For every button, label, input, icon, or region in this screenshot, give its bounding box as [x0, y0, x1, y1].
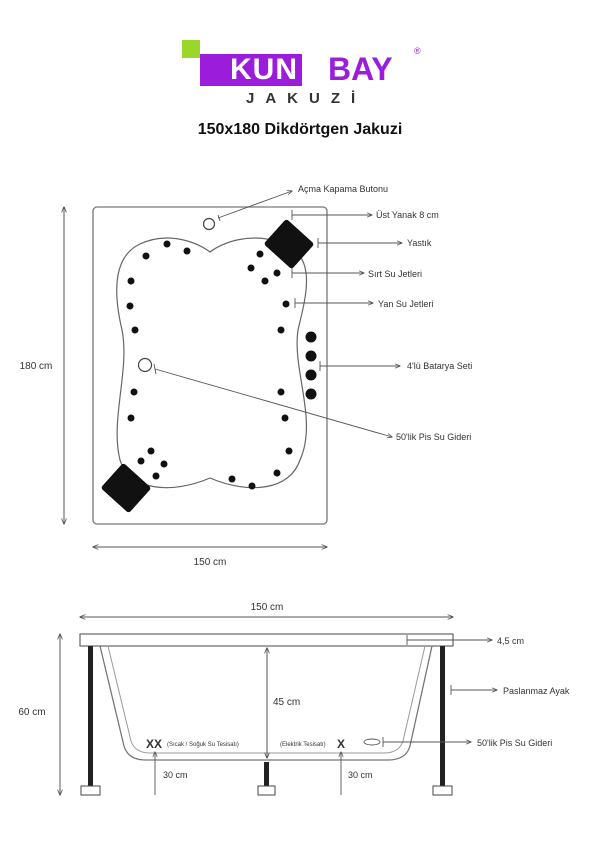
tub-outline [92, 206, 328, 525]
callout-side-jets: Yan Su Jetleri [378, 299, 433, 309]
callout-battery-set: 4'lü Batarya Seti [407, 361, 472, 371]
electrical-installation-mark: X [337, 737, 345, 751]
drain-symbol [137, 357, 153, 373]
legs [80, 646, 453, 796]
height-label: 180 cm [20, 361, 53, 372]
leg-label: Paslanmaz Ayak [503, 686, 570, 696]
on-off-button-symbol [202, 217, 216, 231]
pillow-top-right [264, 219, 314, 269]
top-view: 180 cm 150 cm Açma Kapama Butonu Üst Yan… [20, 184, 473, 568]
logo-name-part2: BAY [328, 51, 393, 87]
water-installation-mark: XX [146, 737, 162, 751]
side-view: 150 cm 60 cm 45 cm 4,5 cm Paslanmaz Ayak [18, 602, 570, 796]
battery-set [305, 331, 317, 400]
back-jets-bottom [137, 447, 168, 480]
logo-registered-mark: ® [414, 46, 421, 56]
callout-drain: 50'lik Pis Su Gideri [396, 432, 471, 442]
brand-logo: KUN BAY ® JAKUZİ [182, 40, 422, 110]
water-height-label: 30 cm [163, 770, 188, 780]
water-installation-label: (Sıcak / Soğuk Su Tesisatı) [167, 742, 239, 748]
side-drain-symbol [363, 738, 381, 746]
callout-upper-cheek: Üst Yanak 8 cm [376, 210, 439, 220]
tub-basin-side [99, 645, 433, 761]
electrical-installation-label: (Elektrik Tesisatı) [280, 742, 326, 748]
callout-back-jets: Sırt Su Jetleri [368, 269, 422, 279]
side-width-label: 150 cm [251, 602, 284, 613]
logo-name-part1: KUN [200, 54, 302, 86]
rim-thickness-label: 4,5 cm [497, 636, 524, 646]
width-label: 150 cm [194, 557, 227, 568]
logo-green-square [182, 40, 200, 58]
side-drain-label: 50'lik Pis Su Gideri [477, 738, 552, 748]
tub-basin-outline [116, 237, 308, 489]
page-title: 150x180 Dikdörtgen Jakuzi [197, 121, 403, 138]
top-callout-lines [153, 191, 402, 437]
tub-rim [79, 633, 454, 647]
electrical-height-label: 30 cm [348, 770, 373, 780]
side-height-label: 60 cm [18, 707, 45, 718]
logo-subtitle: JAKUZİ [246, 90, 367, 107]
pillow-bottom-left [101, 463, 151, 513]
callout-pillow: Yastık [407, 238, 432, 248]
back-jets-top [247, 250, 281, 285]
side-jets [126, 240, 293, 490]
inner-depth-label: 45 cm [273, 697, 300, 708]
callout-on-off-button: Açma Kapama Butonu [298, 184, 388, 194]
